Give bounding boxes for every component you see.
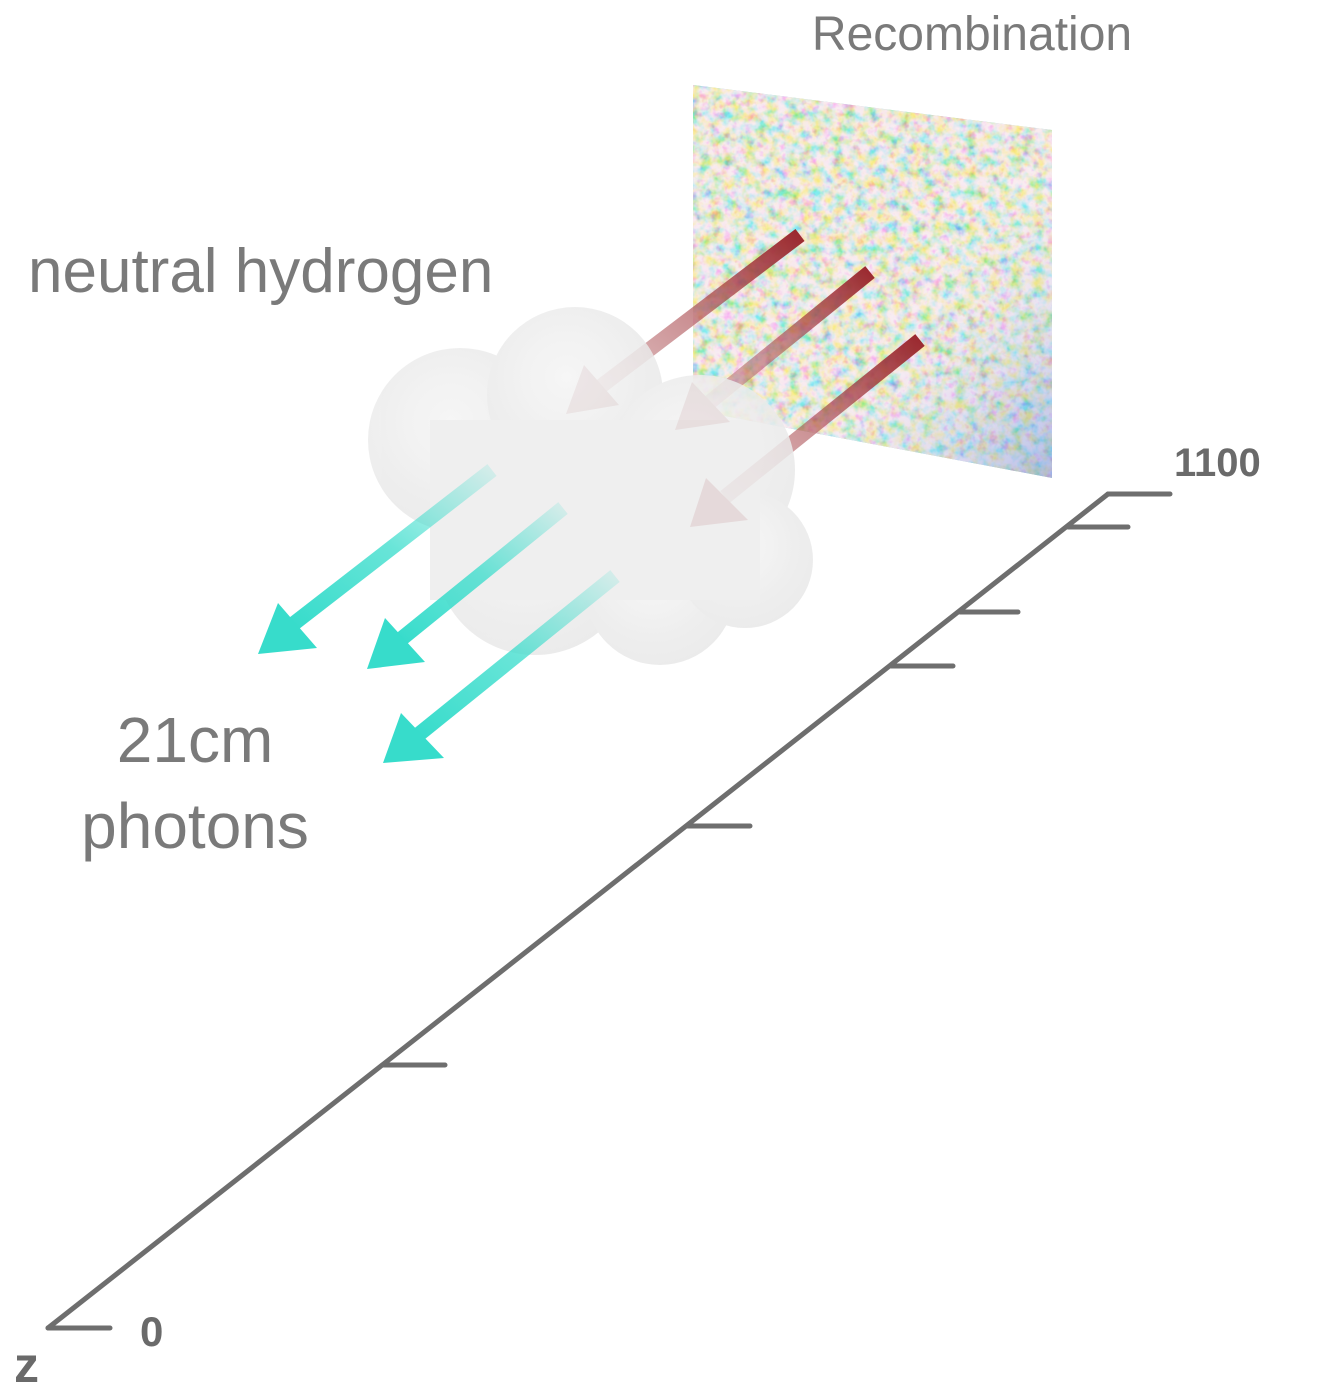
axis-max-label: 1100 <box>1174 441 1261 485</box>
photons-label-line2: photons <box>81 790 309 862</box>
photon-arrow-2 <box>367 502 568 669</box>
cloud-icon <box>368 307 813 665</box>
cmb-map-icon <box>693 85 1052 478</box>
axis-name-label: z <box>14 1337 39 1386</box>
redshift-axis <box>45 491 1173 1331</box>
neutral-hydrogen-label: neutral hydrogen <box>28 237 493 306</box>
photon-arrow-1 <box>258 464 497 654</box>
axis-line <box>45 491 1111 1331</box>
photons-label-line1: 21cm <box>117 704 274 776</box>
axis-min-label: 0 <box>140 1308 163 1355</box>
photon-arrows <box>258 464 620 763</box>
photon-arrow-3 <box>383 570 620 763</box>
recombination-label: Recombination <box>812 8 1132 61</box>
